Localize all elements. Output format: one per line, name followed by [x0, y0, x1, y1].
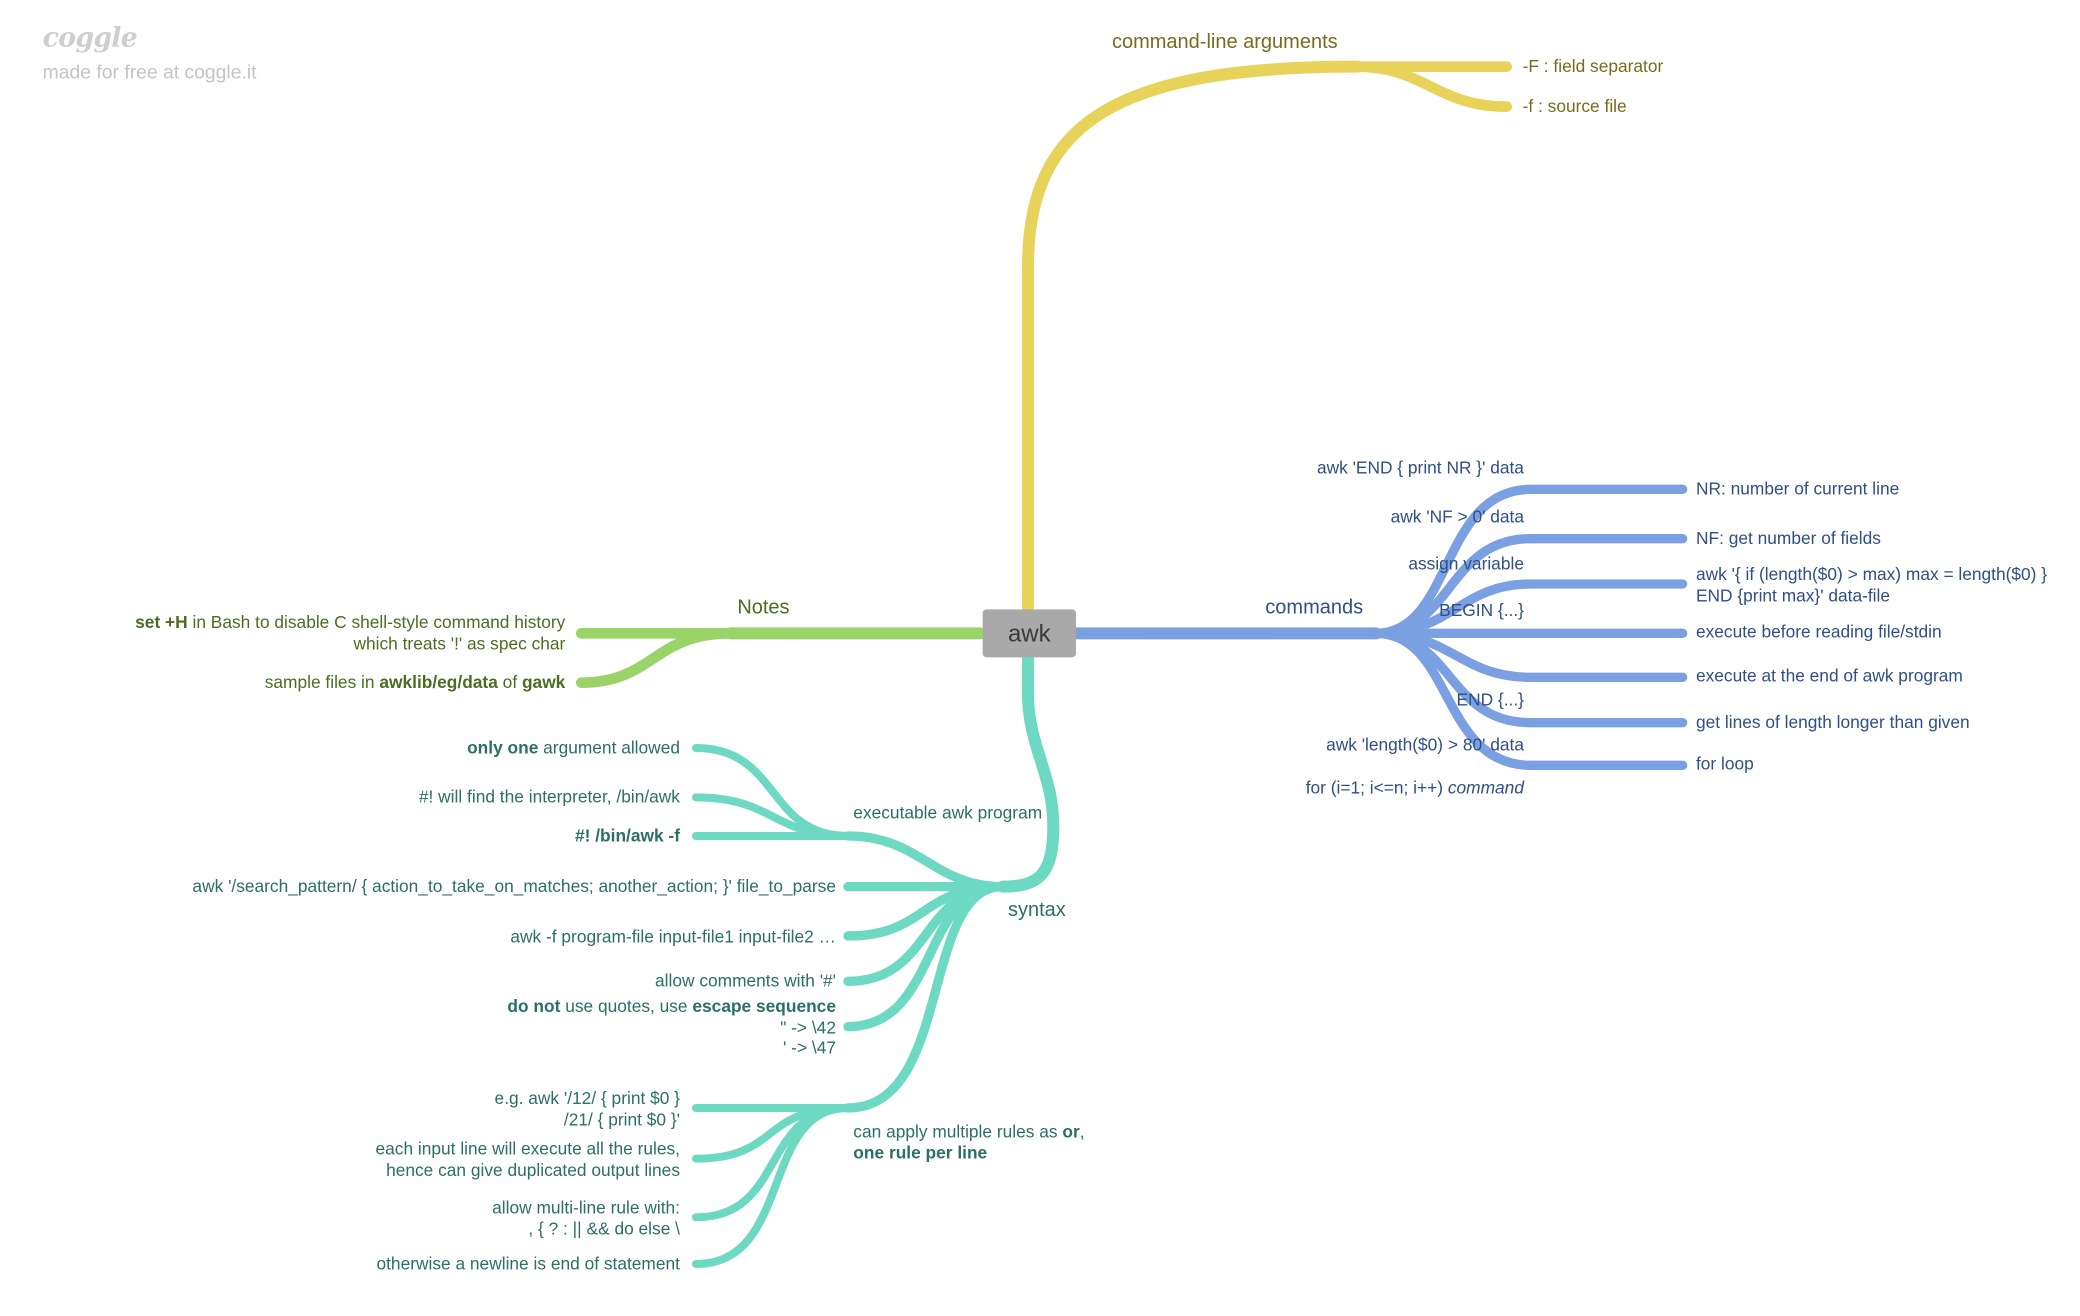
branch-syntax-exec [843, 831, 1008, 892]
samples-gawk: gawk [521, 671, 566, 692]
sethist-line-2: which treats '!' as spec char [353, 632, 566, 653]
quotes-donot: do not [507, 995, 561, 1016]
branch-cmd-for [1371, 628, 1688, 770]
multi-3-line-1: allow multi-line rule with: [492, 1197, 680, 1218]
edge-label-length: awk 'length($0) > 80' data [1326, 734, 1524, 755]
node-cmdline-F[interactable]: -F : field separator [1522, 55, 1664, 76]
quotes-line-3: ' -> \47 [783, 1037, 836, 1058]
exec-1-text: argument allowed [538, 737, 680, 758]
node-syntax-line1[interactable]: awk '/search_pattern/ { action_to_take_o… [192, 875, 836, 896]
edge-label-end: END {...} [1456, 689, 1524, 710]
quotes-escape: escape sequence [692, 995, 836, 1016]
branch-exec-1 [691, 743, 852, 840]
node-multi-4[interactable]: otherwise a newline is end of statement [376, 1253, 680, 1274]
for-loop-command: command [1447, 777, 1524, 798]
edge-label-assign: assign variable [1408, 553, 1524, 574]
multi-or: or [1062, 1121, 1080, 1142]
assign-line-2: END {print max}' data-file [1695, 584, 1891, 605]
sethist-text: in Bash to disable C shell-style command… [187, 611, 566, 632]
branch-notes-2 [575, 627, 736, 688]
node-multi-1[interactable]: e.g. awk '/12/ { print $0 } /21/ { print… [495, 1088, 680, 1129]
credit-text: made for free at coggle.it [42, 62, 257, 84]
node-notes[interactable]: Notes [737, 595, 790, 619]
edge-label-begin: BEGIN {...} [1439, 599, 1524, 620]
node-exec-2[interactable]: #! will find the interpreter, /bin/awk [418, 786, 680, 807]
node-syntax[interactable]: syntax [1007, 898, 1066, 922]
samples-text-c: of [497, 671, 522, 692]
node-notes-samples[interactable]: sample files in awklib/eg/data of gawk [265, 672, 566, 693]
node-cmdline[interactable]: command-line arguments [1111, 30, 1338, 54]
node-multi[interactable]: can apply multiple rules as or, one rule… [853, 1121, 1084, 1162]
node-cmd-nf[interactable]: NF: get number of fields [1695, 527, 1881, 548]
exec-3-bold: #! /bin/awk -f [575, 825, 680, 846]
node-cmd-nr[interactable]: NR: number of current line [1695, 478, 1900, 499]
branch-cmdline-f [1351, 61, 1512, 112]
node-exec[interactable]: executable awk program [853, 802, 1043, 823]
node-cmd-end[interactable]: execute at the end of awk program [1695, 665, 1963, 686]
multi-3-line-2: , { ? : || && do else \ [528, 1217, 680, 1238]
node-cmd-begin[interactable]: execute before reading file/stdin [1695, 621, 1942, 642]
node-cmd-assign[interactable]: awk '{ if (length($0) > max) max = lengt… [1696, 564, 2047, 605]
exec-1-bold: only one [467, 737, 539, 758]
node-cmdline-f[interactable]: -f : source file [1522, 95, 1627, 116]
node-multi-2[interactable]: each input line will execute all the rul… [376, 1139, 680, 1180]
quotes-text: use quotes, use [560, 995, 693, 1016]
multi-text-a: can apply multiple rules as [853, 1121, 1063, 1142]
node-exec-3[interactable]: #! /bin/awk -f [575, 825, 680, 846]
node-exec-1[interactable]: only one argument allowed [467, 737, 680, 758]
branch-syntax [996, 652, 1060, 893]
branch-cmdline [1021, 60, 1364, 613]
branch-syntax-multi [843, 881, 1008, 1113]
multi-2-line-2: hence can give duplicated output lines [386, 1159, 680, 1180]
node-syntax-comments[interactable]: allow comments with '#' [655, 970, 836, 991]
node-cmd-length[interactable]: get lines of length longer than given [1695, 711, 1970, 732]
samples-text-a: sample files in [264, 671, 380, 692]
coggle-logo[interactable]: coggle [42, 21, 138, 54]
samples-path: awklib/eg/data [379, 671, 498, 692]
multi-2-line-1: each input line will execute all the rul… [375, 1138, 680, 1159]
edge-label-for: for (i=1; i<=n; i++) command [1306, 777, 1524, 798]
node-syntax-line2[interactable]: awk -f program-file input-file1 input-fi… [510, 926, 836, 947]
node-cmd-for[interactable]: for loop [1695, 753, 1754, 774]
edge-label-nf: awk 'NF > 0' data [1390, 506, 1524, 527]
edge-label-nr: awk 'END { print NR }' data [1316, 457, 1524, 478]
node-commands[interactable]: commands [1265, 595, 1364, 619]
multi-line-2: one rule per line [853, 1141, 988, 1162]
sethist-cmd: set +H [135, 611, 188, 632]
assign-line-1: awk '{ if (length($0) > max) max = lengt… [1695, 563, 2048, 584]
multi-1-line-2: /21/ { print $0 }' [563, 1108, 680, 1129]
quotes-line-2: " -> \42 [780, 1016, 836, 1037]
node-notes-sethist[interactable]: set +H in Bash to disable C shell-style … [135, 612, 565, 653]
for-loop-code: for (i=1; i<=n; i++) [1305, 777, 1444, 798]
node-syntax-quotes[interactable]: do not use quotes, use escape sequence "… [507, 996, 836, 1058]
node-multi-3[interactable]: allow multi-line rule with: , { ? : || &… [492, 1197, 680, 1238]
multi-comma: , [1079, 1121, 1085, 1142]
root-node[interactable]: awk [982, 609, 1076, 658]
branch-multi-4 [691, 1103, 852, 1268]
multi-1-line-1: e.g. awk '/12/ { print $0 } [494, 1087, 680, 1108]
